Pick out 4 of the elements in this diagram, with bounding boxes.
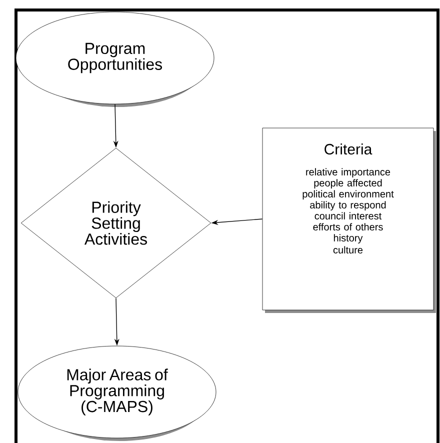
ellipse-node: Major Areas of Programming (C-MAPS): [18, 346, 216, 441]
ellipse-node: Program Opportunities: [16, 12, 214, 107]
criteria-box: Criteria relative importance people affected political environment ability to respond council interest efforts of others history culture: [262, 128, 436, 313]
node-label: Major Areas of Programming (C-MAPS): [67, 368, 168, 416]
